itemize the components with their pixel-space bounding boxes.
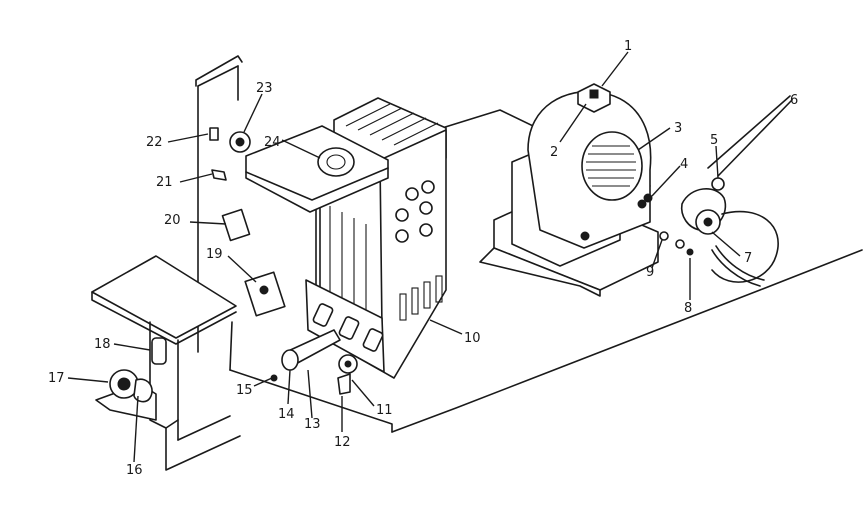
callout-21: 21 (156, 175, 173, 190)
callout-22: 22 (146, 135, 163, 150)
callout-2: 2 (550, 145, 558, 160)
callout-16: 16 (126, 463, 143, 478)
inducer-shelf (91, 255, 241, 471)
flue-collector (245, 125, 389, 213)
callout-4: 4 (680, 157, 688, 172)
callout-19: 19 (206, 247, 223, 262)
callout-3: 3 (674, 121, 682, 136)
callout-7: 7 (744, 251, 752, 266)
control-components (209, 127, 286, 317)
callout-18: 18 (94, 337, 111, 352)
callout-8: 8 (684, 301, 692, 316)
callout-labels: 1 2 3 4 5 6 7 8 9 10 11 12 13 14 15 16 1… (48, 39, 798, 478)
callout-5: 5 (710, 133, 718, 148)
callout-10: 10 (464, 331, 481, 346)
callout-15: 15 (236, 383, 253, 398)
callout-14: 14 (278, 407, 295, 422)
blower-housing (479, 90, 659, 297)
callout-13: 13 (304, 417, 321, 432)
callout-24: 24 (264, 135, 281, 150)
callout-6: 6 (790, 93, 798, 108)
leader-lines (67, 51, 741, 463)
callout-11: 11 (376, 403, 393, 418)
callout-1: 1 (624, 39, 632, 54)
callout-17: 17 (48, 371, 65, 386)
callout-9: 9 (646, 265, 654, 280)
burner-manifold (270, 329, 358, 395)
callout-12: 12 (334, 435, 351, 450)
blower-wheel-fins (586, 145, 636, 187)
blower-motor-assembly (680, 95, 793, 287)
callout-23: 23 (256, 81, 273, 96)
mounting-hardware (643, 193, 694, 256)
callout-20: 20 (164, 213, 181, 228)
